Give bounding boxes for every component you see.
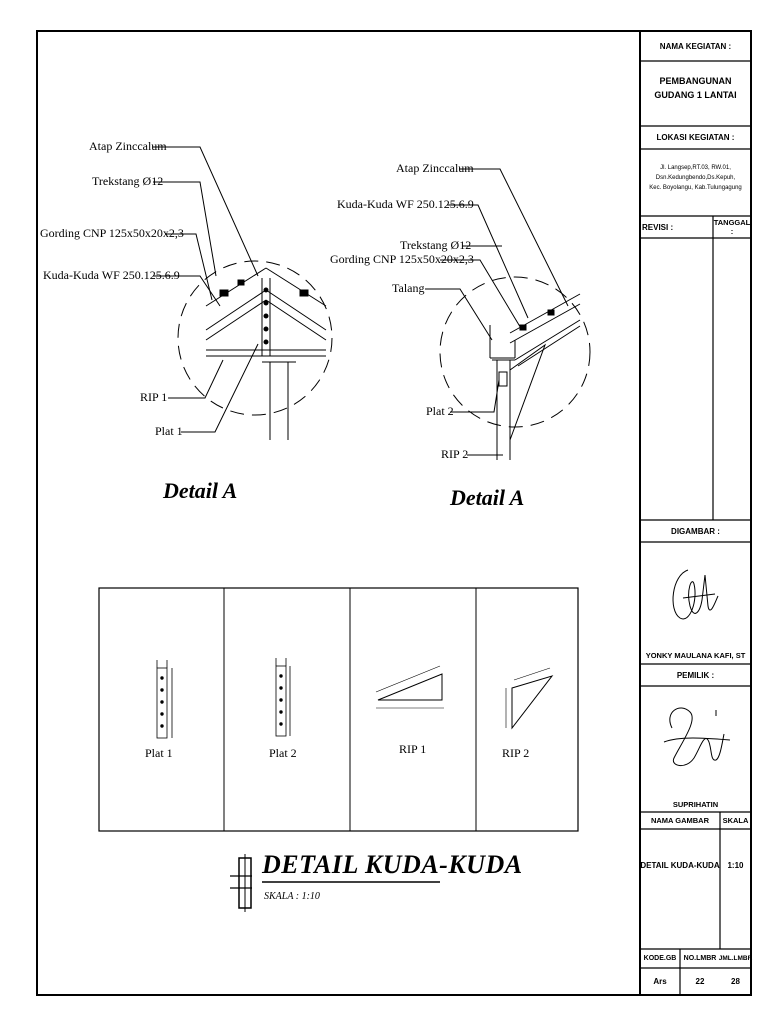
plat-1-drawing	[156, 660, 173, 739]
nama-gambar-value: DETAIL KUDA-KUDA	[640, 860, 720, 870]
pemilik-name: SUPRIHATIN	[672, 800, 719, 809]
detail-right-drawing	[439, 276, 591, 460]
lokasi-line-1: Jl. Langsep,RT.03, RW.01,	[660, 165, 731, 171]
digambar-signature	[672, 569, 719, 620]
title-block-grid	[640, 60, 751, 995]
label-atap-zinccalum-right: Atap Zinccalum	[396, 161, 474, 175]
nama-kegiatan-line-1: PEMBANGUNAN	[659, 76, 732, 86]
sheet-border	[36, 30, 752, 996]
kode-gb-value: Ars	[653, 977, 667, 986]
label-gording-right: Gording CNP 125x50x20x2,3	[330, 252, 474, 266]
label-rip-1-left: RIP 1	[140, 390, 168, 404]
lokasi-line-2: Dsn.Kedungbendo,Ds.Kepuh,	[655, 175, 736, 181]
skala-value: 1:10	[727, 860, 744, 870]
no-lmbr-value: 22	[695, 977, 705, 986]
label-talang: Talang	[392, 281, 425, 295]
no-lmbr-label: NO.LMBR	[683, 955, 717, 962]
jml-lmbr-label: JML.LMBR	[718, 955, 753, 962]
skala-label: SKALA	[722, 816, 749, 825]
jml-lmbr-value: 28	[731, 977, 740, 986]
digambar-label: DIGAMBAR :	[671, 526, 720, 536]
revisi-label: REVISI :	[642, 222, 674, 232]
rip-2-drawing	[505, 667, 554, 730]
lokasi-line-3: Kec. Boyolangu, Kab.Tulungagung	[649, 185, 742, 191]
parts-cell-rip-2: RIP 2	[502, 746, 530, 760]
drawing-title-main: DETAIL KUDA-KUDA	[262, 850, 523, 879]
detail-right-title: Detail A	[450, 485, 525, 510]
parts-cell-plat-1: Plat 1	[145, 746, 173, 760]
parts-cell-plat-2: Plat 2	[269, 746, 297, 760]
label-kuda-kuda-left: Kuda-Kuda WF 250.125.6.9	[43, 268, 180, 282]
detail-left-title: Detail A	[163, 478, 238, 503]
detail-right-leaders	[425, 168, 569, 456]
tanggal-label: TANGGAL :	[713, 218, 751, 236]
label-trekstang-left: Trekstang Ø12	[92, 174, 164, 188]
parts-table-frame	[98, 587, 579, 832]
detail-left-callout-circle	[177, 260, 333, 416]
label-atap-zinccalum-left: Atap Zinccalum	[89, 139, 167, 153]
rip-1-drawing	[375, 665, 444, 709]
label-gording-left: Gording CNP 125x50x20x2,3	[40, 226, 184, 240]
drawing-title-scale: SKALA : 1:10	[264, 891, 320, 902]
label-plat-2-right: Plat 2	[426, 404, 454, 418]
nama-gambar-label: NAMA GAMBAR	[650, 816, 710, 825]
title-symbol	[230, 854, 440, 912]
detail-left-leaders	[153, 146, 259, 433]
nama-kegiatan-line-2: GUDANG 1 LANTAI	[654, 90, 737, 100]
lokasi-kegiatan-label: LOKASI KEGIATAN :	[656, 133, 735, 142]
label-trekstang-right: Trekstang Ø12	[400, 238, 472, 252]
pemilik-label: PEMILIK :	[676, 670, 715, 680]
label-rip-2-right: RIP 2	[441, 447, 469, 461]
kode-gb-label: KODE.GB	[643, 955, 677, 962]
plat-2-drawing	[275, 658, 291, 737]
label-plat-1-left: Plat 1	[155, 424, 183, 438]
nama-kegiatan-label: NAMA KEGIATAN :	[659, 41, 732, 51]
detail-left-drawing	[177, 260, 333, 440]
digambar-name: YONKY MAULANA KAFI, ST	[645, 651, 746, 660]
label-kuda-kuda-right: Kuda-Kuda WF 250.125.6.9	[337, 197, 474, 211]
pemilik-signature	[663, 707, 731, 766]
parts-cell-rip-1: RIP 1	[399, 742, 427, 756]
